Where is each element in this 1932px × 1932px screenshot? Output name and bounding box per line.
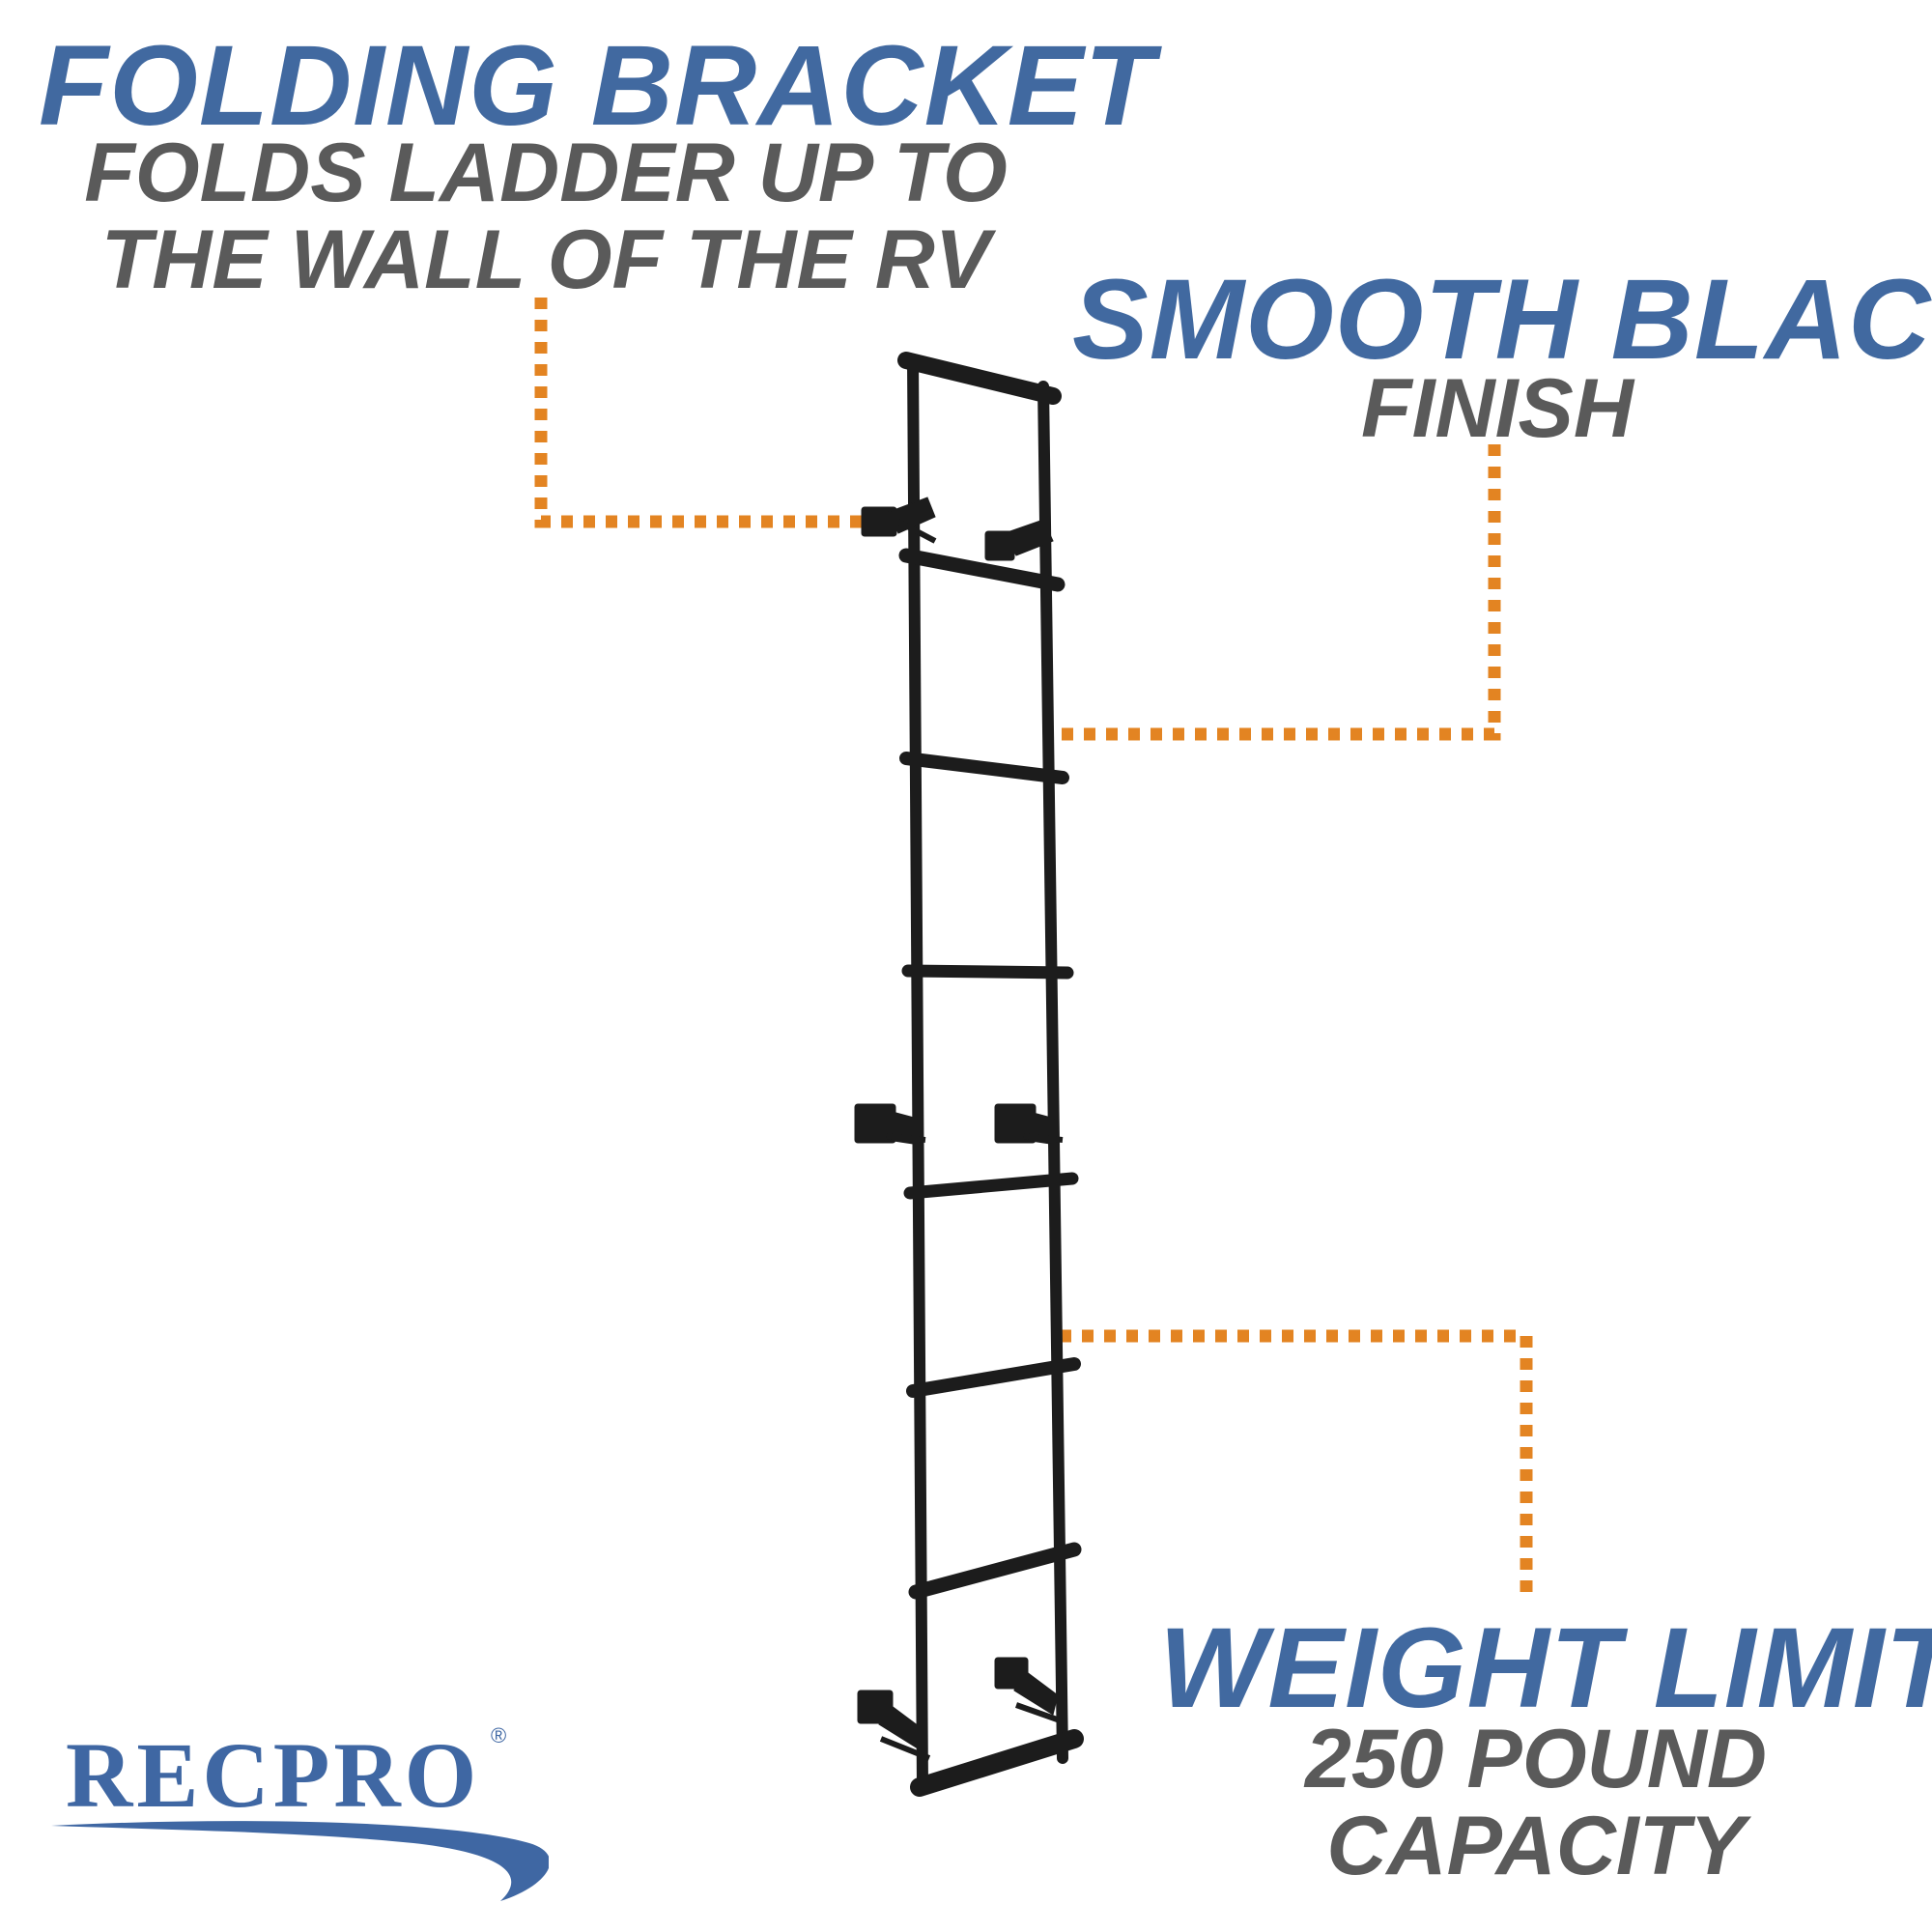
weight-capacity-line1: 250 POUND [1305, 1713, 1767, 1805]
finish-title: SMOOTH BLACK [1072, 256, 1932, 384]
recpro-logo: RECPRO ® [46, 1719, 549, 1903]
ladder-rung [908, 1542, 1082, 1600]
folding-bracket-desc-line2: THE WALL OF THE RV [100, 213, 991, 306]
ladder-rung [906, 1357, 1081, 1398]
finish-desc: FINISH [1361, 362, 1634, 455]
folding-bracket-icon [854, 1103, 926, 1146]
ladder-rung [903, 1172, 1079, 1200]
ladder-rung [910, 1729, 1084, 1797]
ladder-rung [897, 352, 1062, 405]
logo-wordmark: RECPRO [66, 1723, 481, 1827]
weight-leader-line [1060, 1329, 1533, 1600]
folding-bracket-icon [857, 1690, 931, 1761]
ladder-rung [899, 752, 1069, 784]
folding-bracket-icon [861, 497, 937, 544]
ladder-rung [901, 964, 1074, 980]
ladder-right-rail [1037, 381, 1068, 1764]
weight-limit-title: WEIGHT LIMIT [1159, 1605, 1932, 1732]
folding-bracket-icon [994, 1103, 1064, 1146]
weight-capacity-line2: CAPACITY [1326, 1800, 1746, 1892]
folding-bracket-desc-line1: FOLDS LADDER UP TO [84, 127, 1008, 219]
folding-bracket-title: FOLDING BRACKET [39, 22, 1155, 150]
ladder-rung [898, 548, 1065, 592]
logo-swoosh-icon [51, 1821, 549, 1901]
folding-bracket-icon [994, 1657, 1065, 1724]
ladder-left-rail [907, 354, 928, 1793]
registered-mark: ® [491, 1723, 507, 1747]
folding-bracket-icon [984, 519, 1054, 561]
bracket-leader-line [534, 298, 879, 528]
finish-leader-line [1045, 444, 1501, 741]
